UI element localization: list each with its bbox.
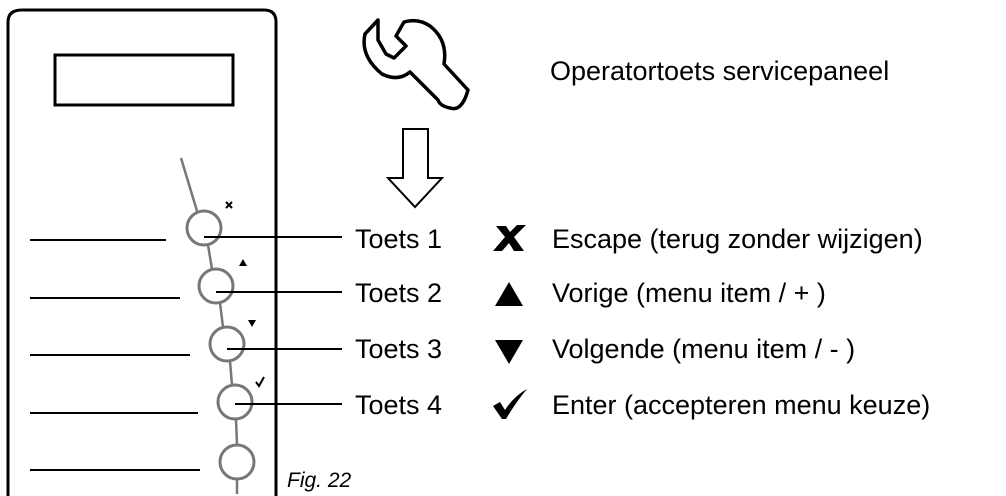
triangle-up-icon xyxy=(495,282,523,306)
panel-x-mark xyxy=(225,201,233,209)
down-arrow-icon xyxy=(385,128,445,209)
key-button-1 xyxy=(185,209,223,247)
key-description-3: Volgende (menu item / - ) xyxy=(552,334,856,364)
key-button-2 xyxy=(197,267,235,305)
key-description-4: Enter (accepteren menu keuze) xyxy=(552,390,931,420)
panel-title: Operatortoets servicepaneel xyxy=(550,56,890,86)
key-label-1: Toets 1 xyxy=(355,224,443,254)
checkmark-icon xyxy=(493,389,527,419)
key-button-4 xyxy=(216,383,254,421)
key-label-2: Toets 2 xyxy=(355,278,443,308)
button-connectors xyxy=(179,157,239,494)
x-mark-icon xyxy=(493,225,526,251)
triangle-down-icon xyxy=(495,340,523,364)
key-label-3: Toets 3 xyxy=(355,334,443,364)
key-description-1: Escape (terug zonder wijzigen) xyxy=(552,224,923,254)
panel-up-mark xyxy=(239,259,247,266)
key-button-5 xyxy=(218,443,256,481)
panel-display xyxy=(53,53,235,107)
key-description-2: Vorige (menu item / + ) xyxy=(552,278,826,308)
key-label-4: Toets 4 xyxy=(355,390,443,420)
left-lines xyxy=(30,239,200,471)
key-button-3 xyxy=(208,325,246,363)
wrench-icon xyxy=(362,18,470,111)
panel-down-mark xyxy=(248,320,256,327)
callout-lines xyxy=(204,236,342,405)
figure-caption: Fig. 22 xyxy=(287,469,352,492)
panel-check-mark xyxy=(255,376,265,388)
panel-outline xyxy=(6,8,278,496)
panel-key-marks xyxy=(225,201,265,388)
